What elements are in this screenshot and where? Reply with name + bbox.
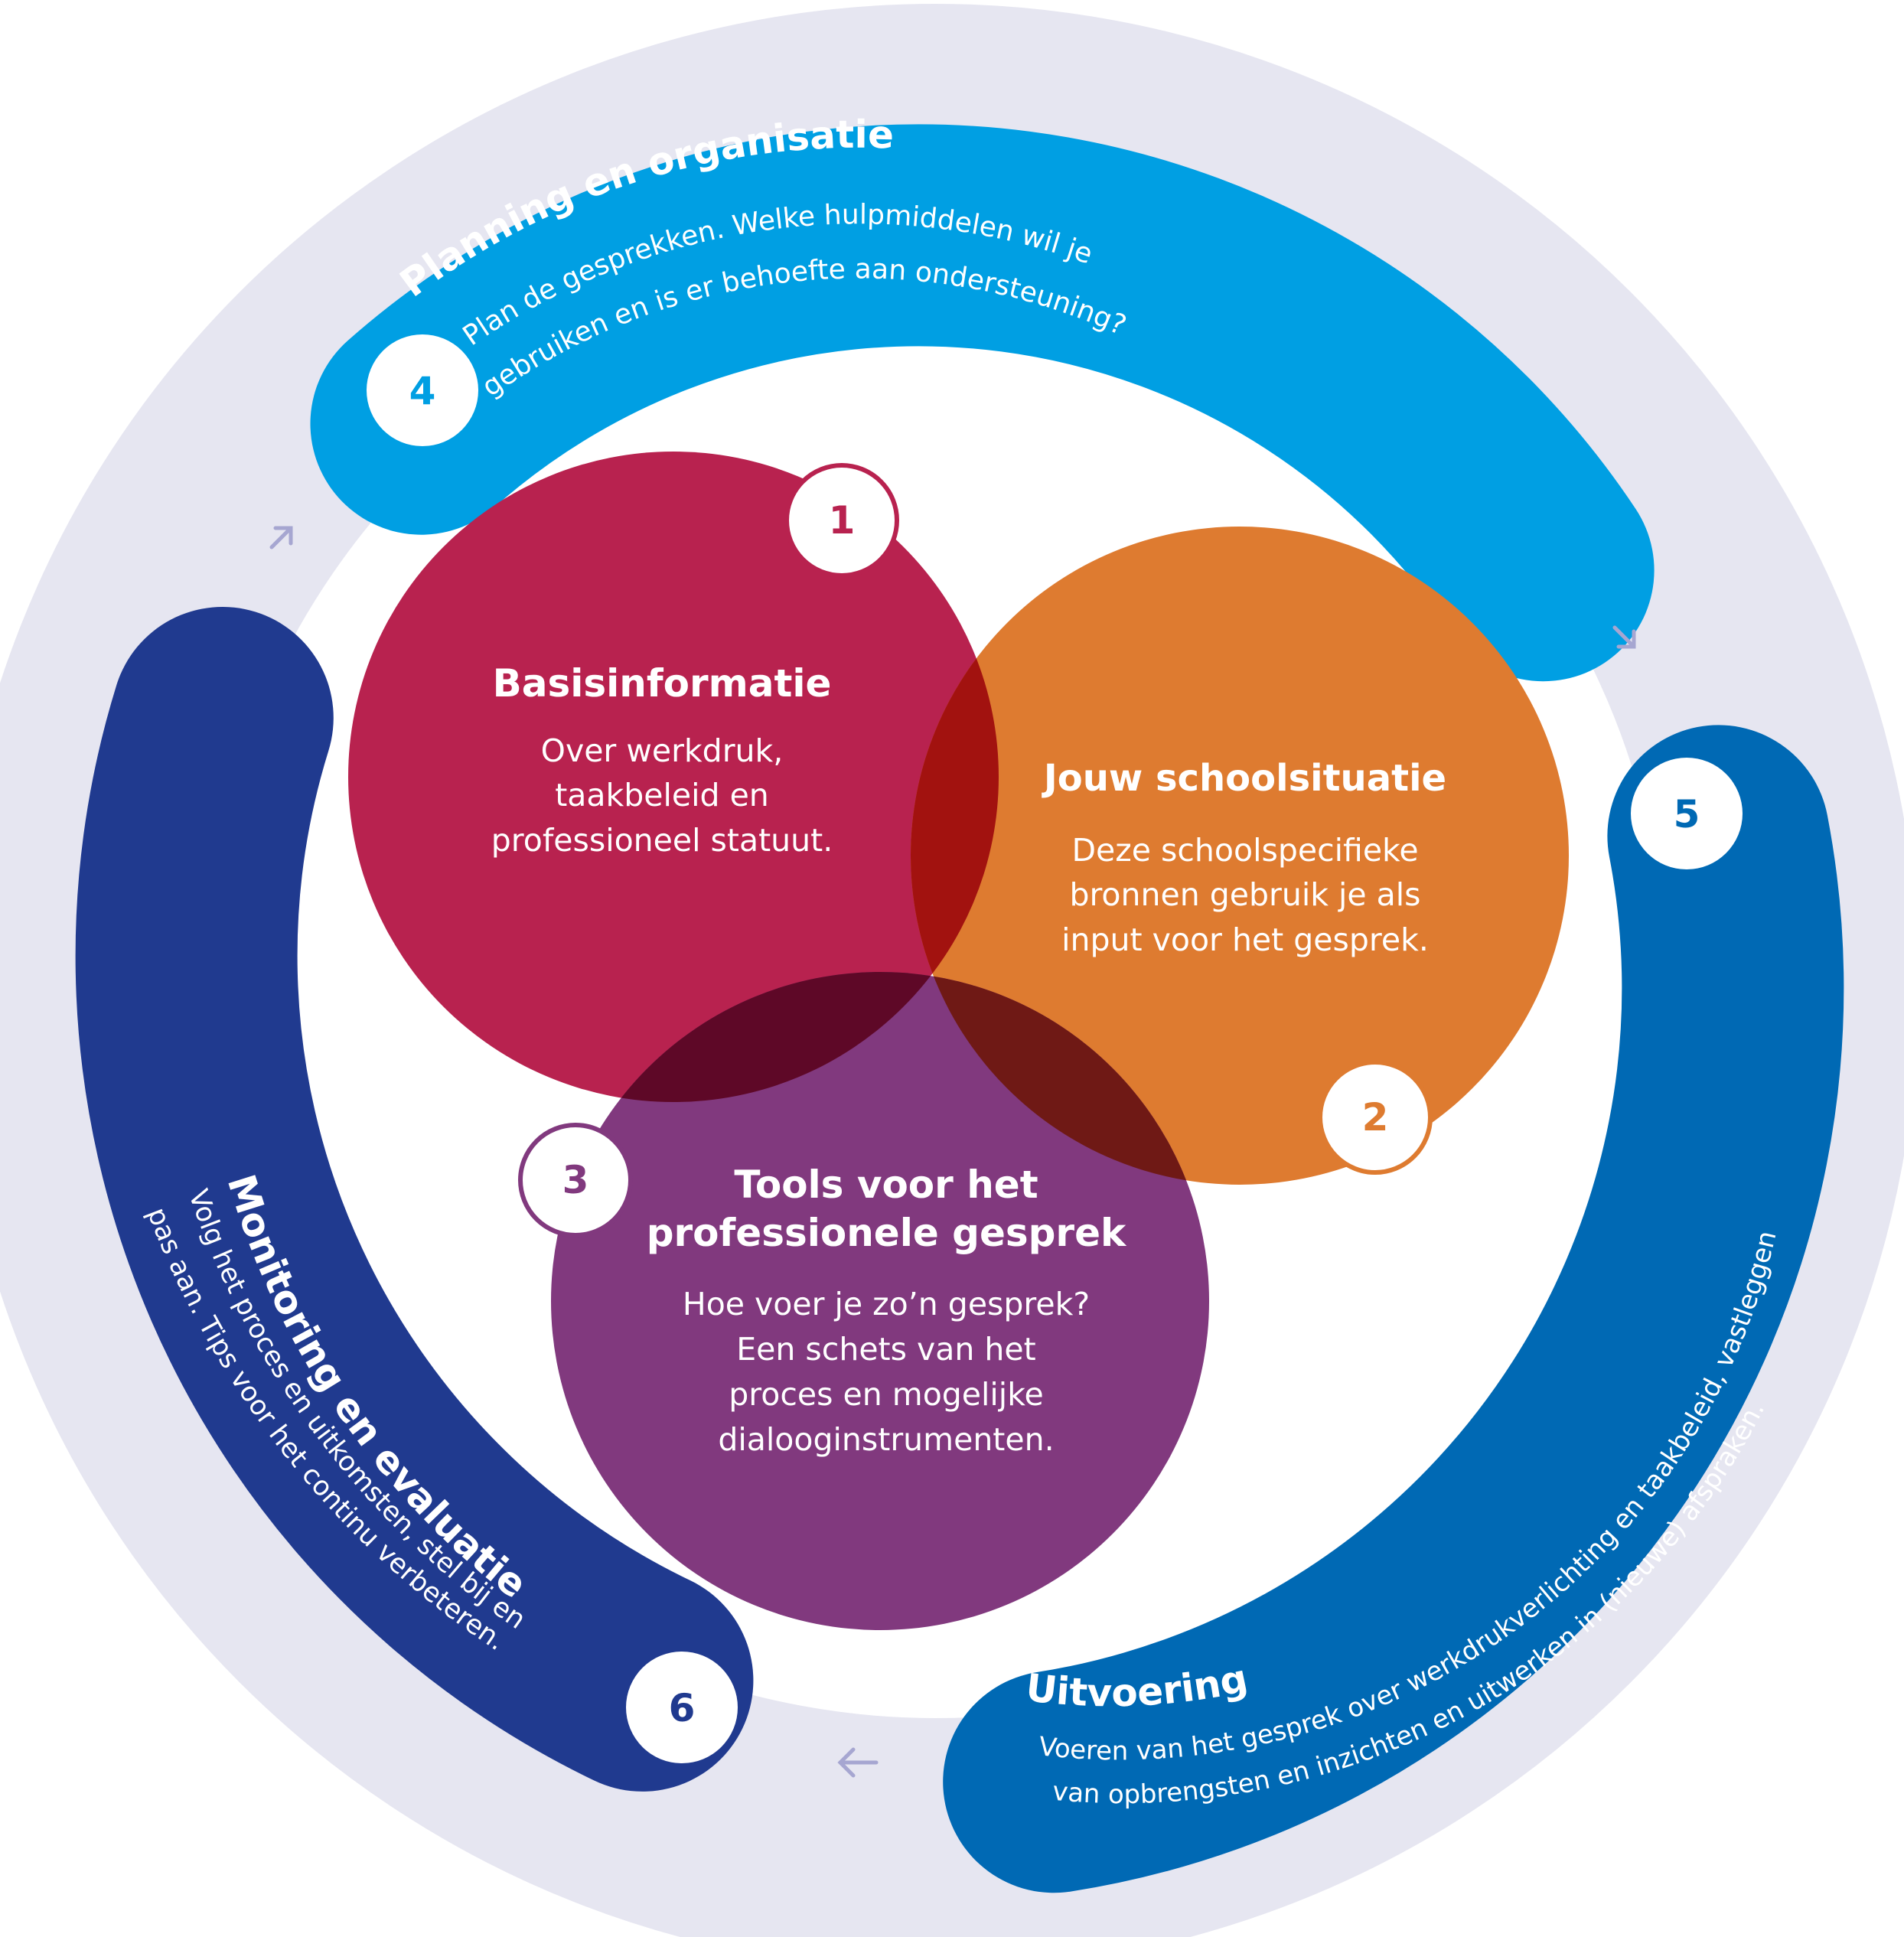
basis-line-3: professioneel statuut.: [491, 822, 833, 859]
arc-uitvoering: [943, 725, 1844, 1893]
tools-line-4: dialooginstrumenten.: [718, 1421, 1054, 1458]
badge-6: 6: [626, 1652, 738, 1763]
arrow-left-icon: [837, 1747, 879, 1778]
circle-tools: [551, 972, 1209, 1630]
svg-text:1: 1: [829, 498, 856, 543]
basis-line-1: Over werkdruk,: [541, 732, 784, 769]
tools-title-1: Tools voor het: [734, 1163, 1038, 1207]
badge-1: 1: [784, 463, 899, 578]
basis-line-2: taakbeleid en: [555, 777, 769, 814]
tools-line-3: proces en mogelijke: [729, 1376, 1043, 1413]
badge-2: 2: [1318, 1060, 1433, 1175]
school-line-2: bronnen gebruik je als: [1069, 876, 1420, 913]
tools-line-2: Een schets van het: [736, 1331, 1035, 1368]
svg-text:2: 2: [1362, 1095, 1389, 1140]
tools-title-2: professionele gesprek: [647, 1211, 1127, 1255]
arc-planning: [310, 124, 1655, 682]
svg-text:6: 6: [669, 1686, 696, 1730]
badge-5: 5: [1631, 758, 1743, 869]
school-line-1: Deze schoolspecifieke: [1071, 832, 1418, 869]
svg-text:5: 5: [1674, 792, 1700, 836]
svg-text:4: 4: [409, 369, 436, 413]
arrow-up-right-icon: [269, 526, 293, 549]
tools-line-1: Hoe voer je zo’n gesprek?: [683, 1286, 1090, 1322]
arc-monitoring: [75, 607, 754, 1792]
arrow-down-right-icon: [1612, 625, 1636, 649]
school-title: Jouw schoolsituatie: [1042, 757, 1446, 800]
badge-3: 3: [518, 1123, 633, 1238]
basis-title: Basisinformatie: [493, 661, 832, 706]
school-line-3: input voor het gesprek.: [1061, 921, 1429, 958]
circle-schoolsituatie: [911, 527, 1569, 1185]
circle-basisinformatie: [348, 452, 999, 1102]
badge-4: 4: [367, 334, 478, 446]
svg-text:3: 3: [562, 1158, 589, 1202]
